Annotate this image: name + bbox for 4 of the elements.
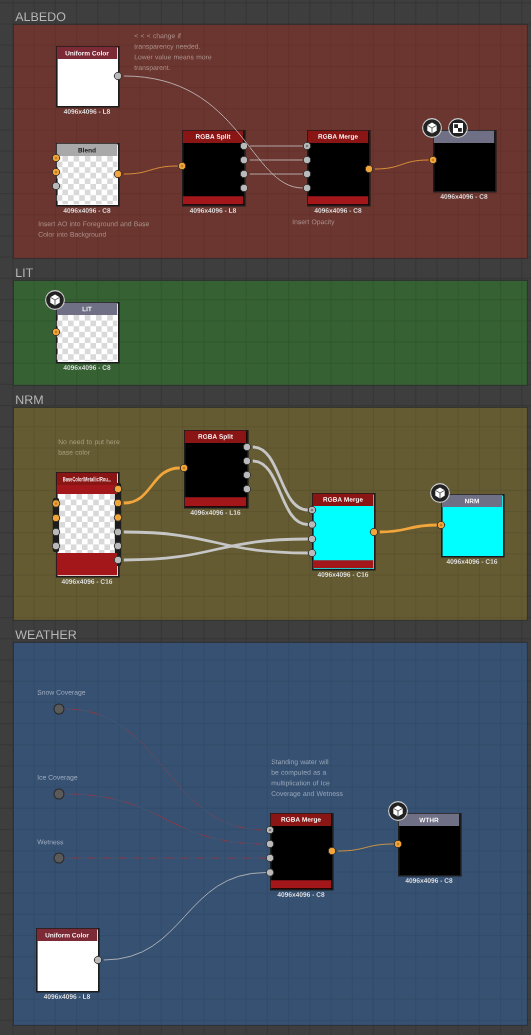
node-label: ALBEDO bbox=[15, 12, 66, 22]
node-label: NRM bbox=[16, 395, 43, 404]
node-label: WEATHER bbox=[15, 630, 77, 640]
node-label: LIT bbox=[16, 268, 33, 277]
